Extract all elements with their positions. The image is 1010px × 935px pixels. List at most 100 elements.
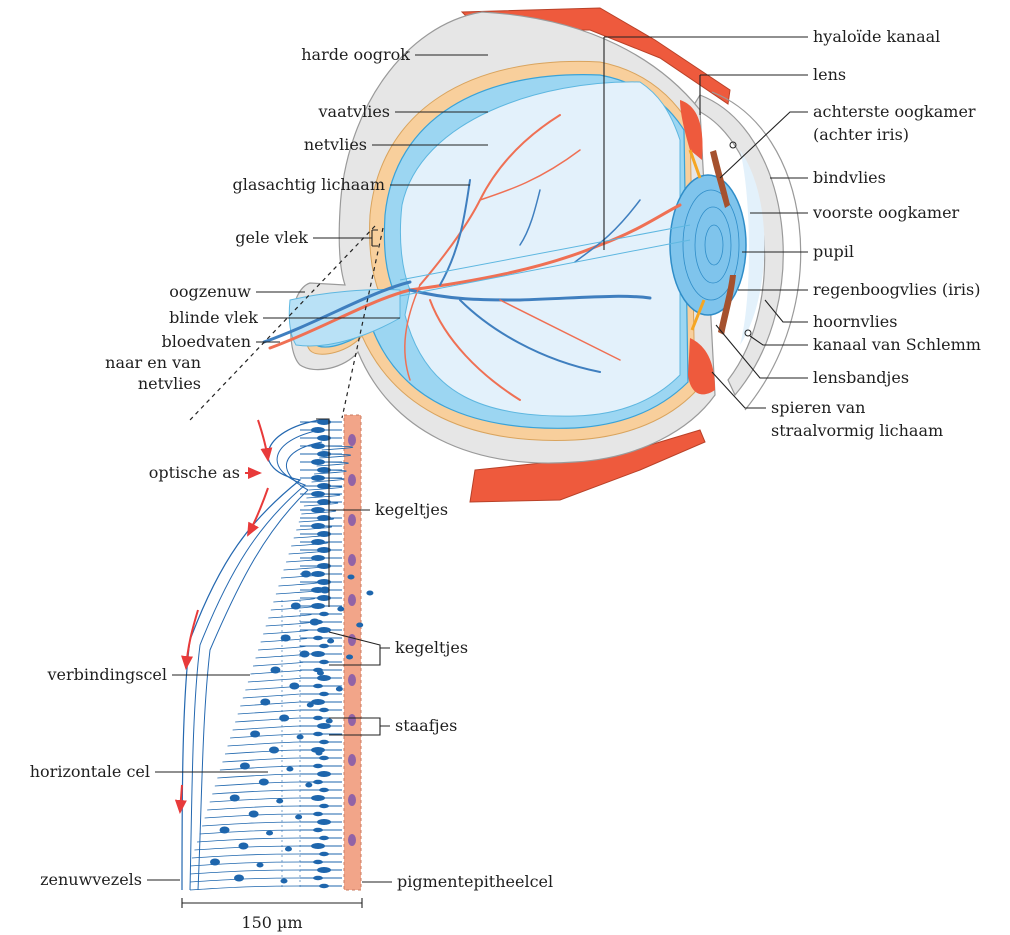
ganglion-cell bbox=[238, 843, 248, 850]
ganglion-cell bbox=[220, 827, 230, 834]
label-harde-oogrok: harde oogrok bbox=[301, 45, 410, 64]
label-voorste-oogkamer: voorste oogkamer bbox=[812, 203, 960, 222]
label-oogzenuw: oogzenuw bbox=[169, 282, 251, 301]
connecting-fiber bbox=[273, 598, 314, 602]
bipolar-cell bbox=[316, 751, 323, 756]
lens bbox=[670, 175, 746, 315]
connecting-fiber bbox=[190, 862, 300, 866]
cone-cell bbox=[311, 603, 325, 609]
label-spieren-2: straalvormig lichaam bbox=[771, 421, 943, 440]
epithelium-nucleus bbox=[348, 594, 356, 606]
connecting-fiber bbox=[212, 790, 300, 794]
connecting-fiber bbox=[215, 782, 300, 786]
rod-cell bbox=[313, 764, 323, 768]
bipolar-cell bbox=[295, 815, 302, 820]
connecting-fiber bbox=[192, 854, 300, 858]
bipolar-cell bbox=[286, 767, 293, 772]
connecting-fiber bbox=[197, 838, 300, 842]
cone-cell bbox=[317, 627, 331, 633]
connecting-fiber bbox=[268, 614, 311, 618]
connecting-fiber bbox=[225, 750, 300, 754]
label-horizontale-cel: horizontale cel bbox=[30, 762, 150, 781]
ganglion-cell bbox=[210, 859, 220, 866]
bipolar-cell bbox=[257, 863, 264, 868]
label-netvlies: netvlies bbox=[304, 135, 367, 154]
ganglion-cell bbox=[259, 779, 269, 786]
connecting-fiber bbox=[278, 582, 318, 586]
connecting-fiber bbox=[238, 710, 300, 714]
rod-cell bbox=[319, 804, 329, 808]
bipolar-cell bbox=[327, 639, 334, 644]
cone-cell bbox=[317, 867, 331, 873]
label-kanaal-van-schlemm: kanaal van Schlemm bbox=[813, 335, 981, 354]
connecting-fiber bbox=[210, 798, 300, 802]
cone-cell bbox=[317, 819, 331, 825]
rod-cell bbox=[319, 660, 329, 664]
connecting-fiber bbox=[190, 886, 300, 890]
epithelium-nucleus bbox=[348, 514, 356, 526]
ganglion-cell bbox=[291, 603, 301, 610]
connecting-fiber bbox=[291, 542, 327, 546]
connecting-fiber bbox=[230, 734, 300, 738]
cone-cell bbox=[317, 723, 331, 729]
label-spieren-1: spieren van bbox=[771, 398, 865, 417]
ganglion-cell bbox=[300, 651, 310, 658]
label-pupil: pupil bbox=[813, 242, 854, 261]
label-bloedvaten-3: netvlies bbox=[138, 374, 201, 393]
cone-cell bbox=[311, 843, 325, 849]
ganglion-cell bbox=[279, 715, 289, 722]
epithelium-nucleus bbox=[348, 714, 356, 726]
label-achterste-oogkamer-1: achterste oogkamer bbox=[813, 102, 976, 121]
label-glasachtig-lichaam: glasachtig lichaam bbox=[232, 175, 385, 194]
bipolar-cell bbox=[366, 591, 373, 596]
rod-cell bbox=[313, 636, 323, 640]
rod-cell bbox=[313, 876, 323, 880]
label-lens: lens bbox=[813, 65, 846, 84]
bipolar-cell bbox=[336, 687, 343, 692]
rod-cell bbox=[313, 828, 323, 832]
connecting-fiber bbox=[233, 726, 300, 730]
rod-cell bbox=[319, 884, 329, 888]
rod-cell bbox=[313, 780, 323, 784]
label-achterste-oogkamer-2: (achter iris) bbox=[813, 125, 909, 144]
label-regenboogvlies: regenboogvlies (iris) bbox=[813, 280, 981, 299]
label-vaatvlies: vaatvlies bbox=[318, 102, 391, 121]
connecting-fiber bbox=[228, 742, 300, 746]
ganglion-cell bbox=[250, 731, 260, 738]
cone-cell bbox=[317, 771, 331, 777]
label-bindvlies: bindvlies bbox=[813, 168, 886, 187]
bipolar-cell bbox=[346, 655, 353, 660]
ganglion-cell bbox=[240, 763, 250, 770]
connecting-fiber bbox=[248, 678, 301, 682]
label-kegeltjes-1: kegeltjes bbox=[375, 500, 448, 519]
connecting-fiber bbox=[243, 694, 300, 698]
label-bloedvaten-1: bloedvaten bbox=[162, 332, 251, 351]
cone-cell bbox=[311, 651, 325, 657]
label-lensbandjes: lensbandjes bbox=[813, 368, 909, 387]
connecting-fiber bbox=[222, 758, 300, 762]
connecting-fiber bbox=[256, 654, 305, 658]
connecting-fiber bbox=[289, 550, 326, 554]
label-zenuwvezels: zenuwvezels bbox=[40, 870, 142, 889]
pigment-epithelium bbox=[344, 415, 361, 890]
ganglion-cell bbox=[269, 747, 279, 754]
rod-cell bbox=[319, 756, 329, 760]
arrow-left bbox=[186, 610, 198, 668]
connecting-fiber bbox=[266, 622, 310, 626]
rod-cell bbox=[319, 852, 329, 856]
rod-cell bbox=[313, 812, 323, 816]
label-hyaloide-kanaal: hyaloïde kanaal bbox=[813, 27, 940, 46]
ganglion-cell bbox=[289, 683, 299, 690]
connecting-fiber bbox=[190, 870, 300, 874]
bipolar-cell bbox=[266, 831, 273, 836]
rod-cell bbox=[313, 860, 323, 864]
rod-cell bbox=[319, 692, 329, 696]
ganglion-cell bbox=[230, 795, 240, 802]
label-staafjes: staafjes bbox=[395, 716, 457, 735]
cone-cell bbox=[317, 675, 331, 681]
ganglion-cell bbox=[234, 875, 244, 882]
connecting-fiber bbox=[217, 774, 300, 778]
connecting-fiber bbox=[207, 806, 300, 810]
rod-cell bbox=[319, 708, 329, 712]
epithelium-nucleus bbox=[348, 474, 356, 486]
